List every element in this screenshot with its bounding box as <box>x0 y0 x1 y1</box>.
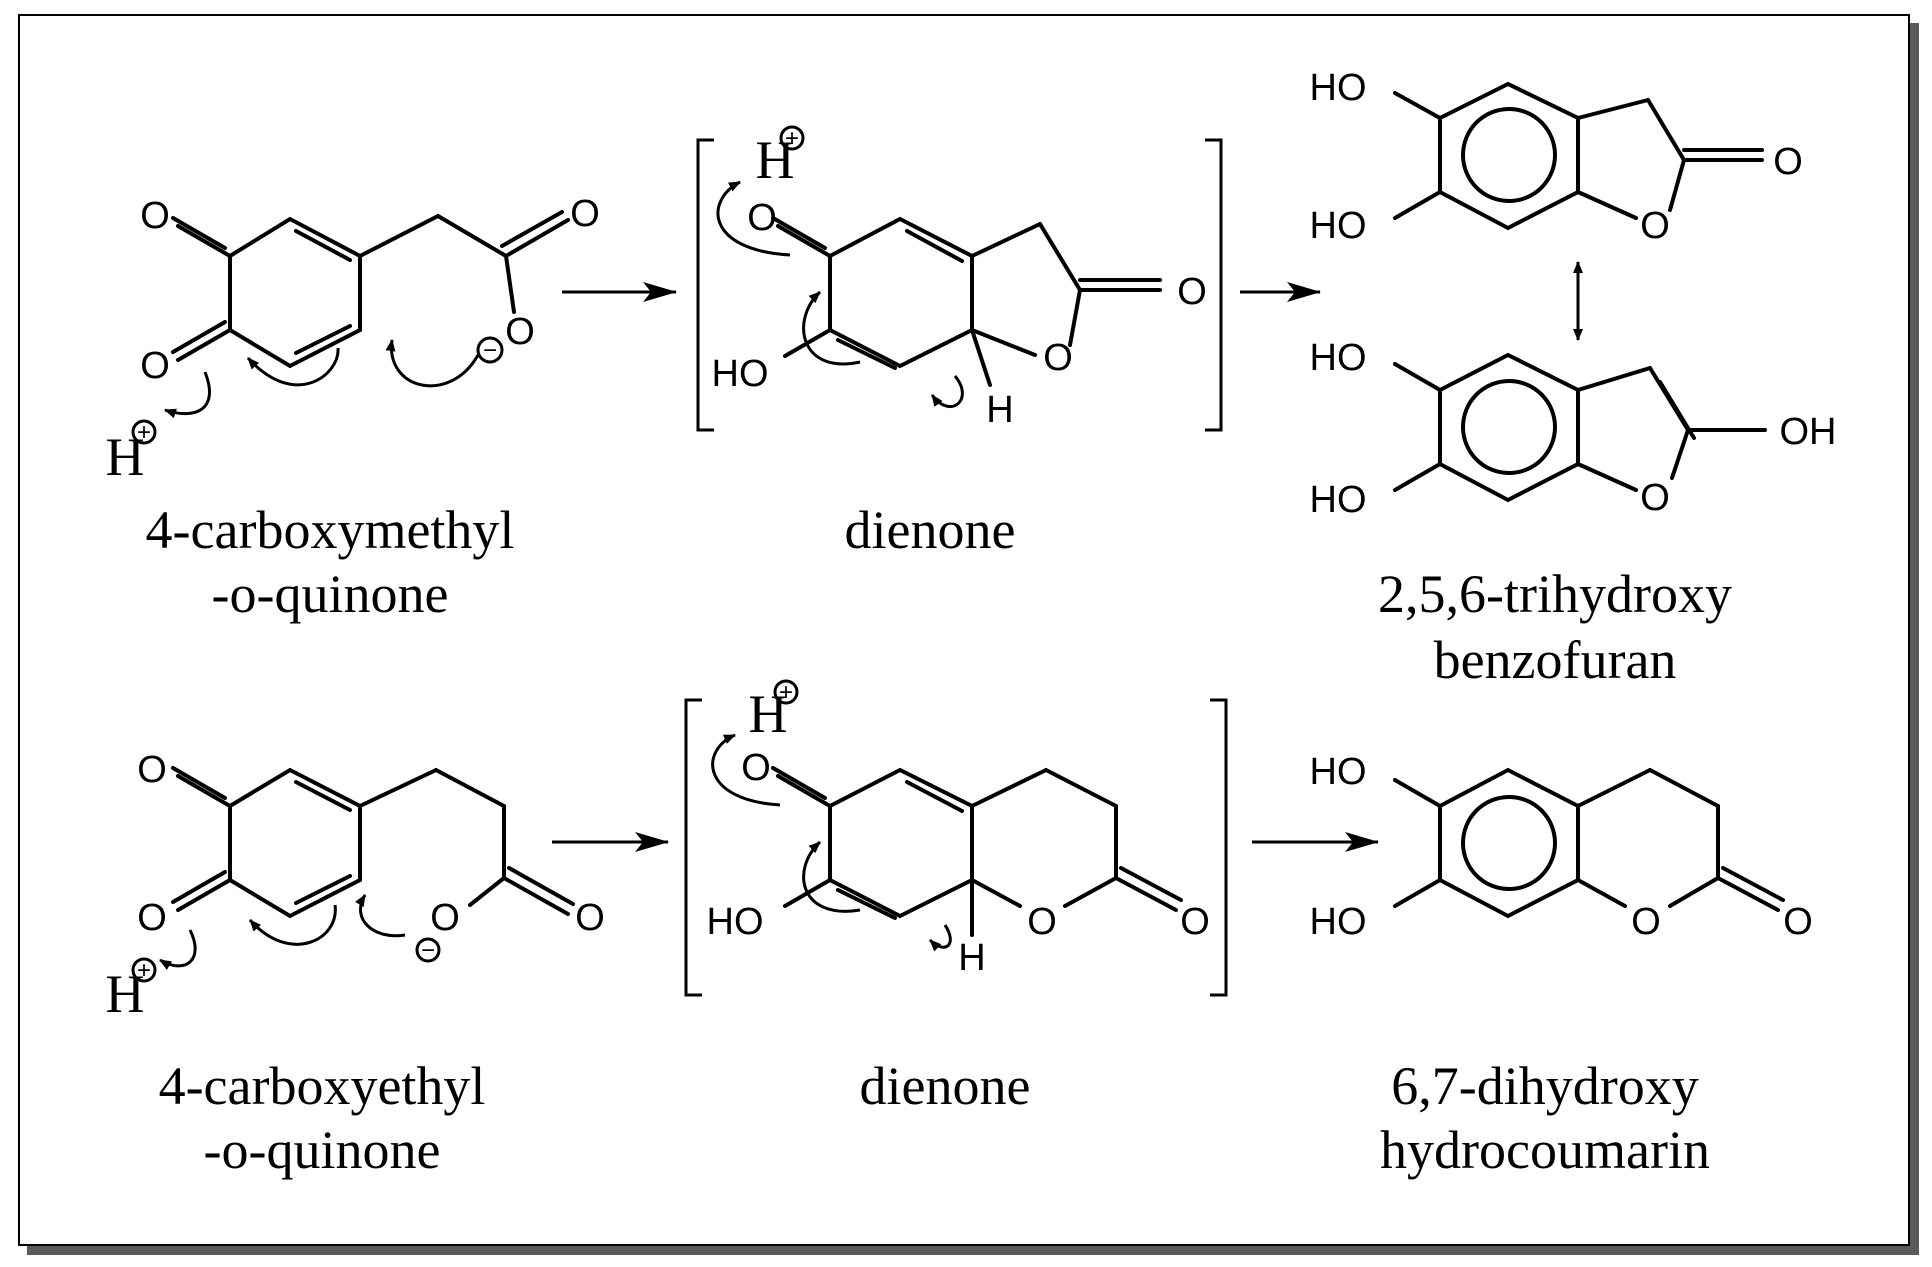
carboxylate2-oxo: O <box>575 897 605 939</box>
dienone2-lactone-oxo: O <box>1180 901 1210 943</box>
proton-3-H: H <box>106 964 145 1024</box>
caption-r2-start-line1: 4-carboxyethyl <box>159 1056 486 1116</box>
bf2-ring-oxygen: O <box>1640 477 1670 519</box>
dienone2-hydroxyl: HO <box>707 901 764 943</box>
bf1-lactone-oxo: O <box>1773 141 1803 183</box>
hc-ring-oxygen: O <box>1631 901 1661 943</box>
bf1-hydroxyl-bottom: HO <box>1310 205 1367 247</box>
caption-r2-start-line2: -o-quinone <box>204 1120 441 1180</box>
curved-arrow-4c <box>928 924 952 952</box>
carboxylate1-oxygen: O <box>505 311 535 353</box>
molecule-dienone-1 <box>771 216 1162 387</box>
dienone1-ring-oxygen: O <box>1043 337 1073 379</box>
plus-sign-3: + <box>137 957 151 984</box>
quinone2-oxo-bottom: O <box>137 897 167 939</box>
dienone1-H: H <box>986 389 1013 431</box>
positive-charge-4 <box>773 679 799 705</box>
plus-sign-4: + <box>779 679 793 706</box>
curved-arrow-1b <box>246 347 340 387</box>
dienone1-oxo: O <box>747 197 777 239</box>
caption-r1-end-line2: benzofuran <box>1434 630 1677 690</box>
curved-arrow-2b <box>802 290 861 366</box>
minus-sign-2: − <box>421 937 435 964</box>
curved-arrow-3a <box>159 929 197 970</box>
curved-arrow-4b <box>802 840 861 913</box>
negative-charge-2 <box>415 937 441 963</box>
molecule-carboxymethyl-quinone <box>171 210 570 369</box>
molecule-dihydroxyhydrocoumarin <box>1393 767 1785 919</box>
negative-charge-1 <box>476 336 504 364</box>
dienone2-ring-oxygen: O <box>1027 901 1057 943</box>
bracket-dienone-1 <box>696 138 1223 432</box>
bf1-hydroxyl-top: HO <box>1310 67 1367 109</box>
hc-hydroxyl-bottom: HO <box>1310 901 1367 943</box>
quinone1-oxo-top: O <box>140 195 170 237</box>
curved-arrow-3b <box>248 904 337 946</box>
carboxylate2-oxygen: O <box>430 897 460 939</box>
caption-r1-end-line1: 2,5,6-trihydroxy <box>1378 564 1732 624</box>
positive-charge-2 <box>779 125 805 151</box>
dienone2-oxo: O <box>741 747 771 789</box>
hc-hydroxyl-top: HO <box>1310 751 1367 793</box>
plus-sign-2: + <box>785 125 799 152</box>
quinone2-oxo-top: O <box>137 749 167 791</box>
bf2-hydroxyl-top: HO <box>1310 337 1367 379</box>
bf2-hydroxyl-bottom: HO <box>1310 479 1367 521</box>
curved-arrow-2a <box>716 180 791 257</box>
caption-r1-mid: dienone <box>845 500 1016 560</box>
caption-r2-end-line2: hydrocoumarin <box>1380 1120 1710 1180</box>
proton-2-H: H <box>756 130 795 190</box>
positive-charge-1 <box>131 419 157 445</box>
bf2-hydroxyl-2: OH <box>1780 411 1837 453</box>
proton-1-H: H <box>106 427 145 487</box>
proton-4-H: H <box>749 684 788 744</box>
positive-charge-3 <box>131 957 157 983</box>
quinone1-oxo-bottom: O <box>140 345 170 387</box>
curved-arrow-1a <box>164 371 211 419</box>
molecule-benzofuranone <box>1393 81 1764 231</box>
plus-sign-1: + <box>137 419 151 446</box>
minus-sign-1: − <box>483 337 497 364</box>
bracket-dienone-2 <box>684 698 1228 997</box>
curved-arrow-2c <box>930 375 964 408</box>
scheme-frame <box>18 14 1910 1246</box>
dienone1-lactone-oxo: O <box>1177 271 1207 313</box>
caption-r1-start-line2: -o-quinone <box>212 564 449 624</box>
molecule-carboxyethyl-quinone <box>171 766 575 919</box>
caption-r2-mid: dienone <box>860 1056 1031 1116</box>
hc-lactone-oxo: O <box>1783 901 1813 943</box>
bf1-ring-oxygen: O <box>1640 205 1670 247</box>
carboxylate1-oxo: O <box>570 193 600 235</box>
caption-r1-start-line1: 4-carboxymethyl <box>146 500 515 560</box>
curved-arrow-4a <box>711 733 781 807</box>
molecule-trihydroxybenzofuran <box>1393 352 1767 503</box>
molecule-dienone-2 <box>771 766 1183 937</box>
dienone1-hydroxyl: HO <box>712 353 769 395</box>
caption-r2-end-line1: 6,7-dihydroxy <box>1391 1056 1698 1116</box>
curved-arrow-3c <box>355 894 406 938</box>
curved-arrow-1c <box>385 339 480 388</box>
dienone2-H: H <box>958 937 985 979</box>
